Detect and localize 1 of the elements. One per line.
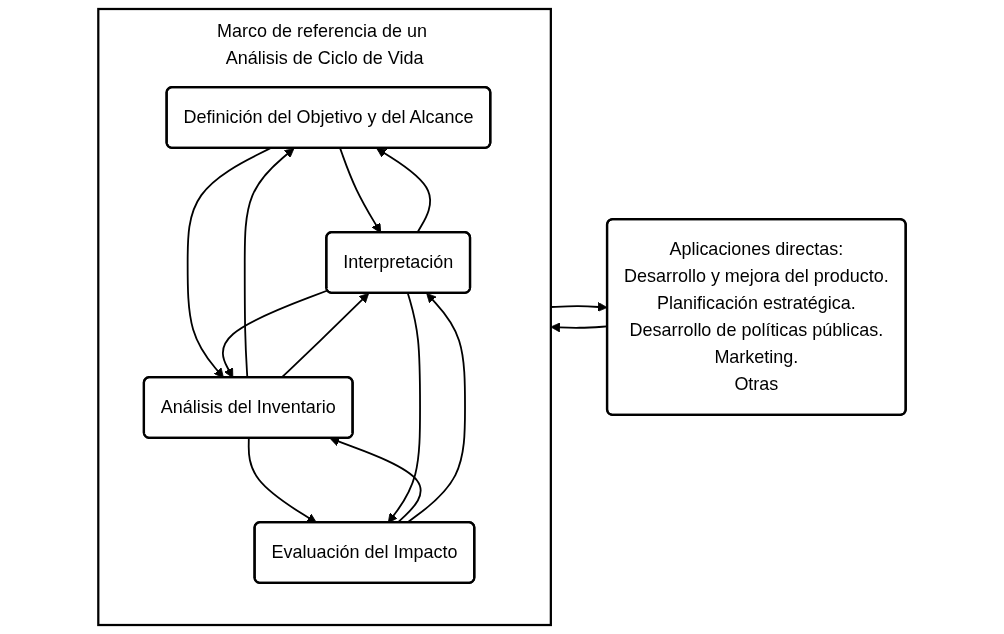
arrow	[550, 322, 608, 333]
